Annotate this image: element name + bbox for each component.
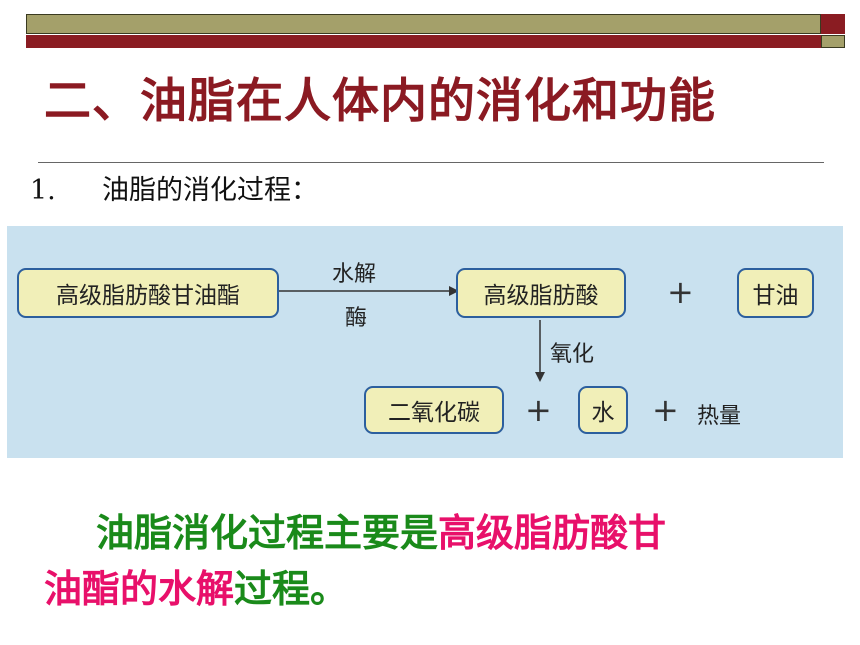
diagram-arrows — [279, 286, 545, 382]
plus-sign-1: + — [667, 273, 694, 311]
section-heading-text: 油脂的消化过程： — [102, 175, 318, 206]
summary-line-1: 油脂消化过程主要是高级脂肪酸甘 — [96, 502, 666, 557]
page-title: 二、油脂在人体内的消化和功能 — [44, 74, 716, 129]
label-heat: 热量 — [697, 404, 742, 429]
box-water: 水 — [578, 386, 628, 434]
box-glycerol: 甘油 — [737, 268, 814, 318]
box-carbon-dioxide: 二氧化碳 — [364, 386, 504, 434]
digestion-diagram: 高级脂肪酸甘油酯 水解 酶 高级脂肪酸 + 甘油 氧化 二氧化碳 + 水 + 热… — [7, 226, 843, 458]
section-heading: 1. 油脂的消化过程： — [30, 168, 318, 207]
summary-pink-1: 高级脂肪酸甘 — [438, 511, 667, 555]
header-square-maroon — [821, 14, 845, 34]
section-number: 1. — [30, 175, 56, 206]
plus-sign-3: + — [652, 391, 679, 429]
plus-sign-2: + — [525, 391, 552, 429]
box-triglyceride: 高级脂肪酸甘油酯 — [17, 268, 279, 318]
label-oxidation: 氧化 — [550, 342, 595, 367]
summary-pink-2: 油酯的水解 — [44, 567, 235, 611]
header-bar-olive — [26, 14, 821, 34]
hydrolysis-arrow-head — [449, 286, 459, 296]
label-hydrolysis: 水解 — [332, 262, 377, 287]
label-enzyme: 酶 — [345, 306, 368, 331]
summary-line-2: 油酯的水解过程。 — [44, 558, 348, 613]
box-fatty-acid: 高级脂肪酸 — [456, 268, 626, 318]
summary-green-2: 过程。 — [234, 567, 349, 611]
oxidation-arrow-head — [535, 372, 545, 382]
summary-green-1: 油脂消化过程主要是 — [96, 511, 439, 555]
divider-line — [38, 162, 824, 163]
header-square-olive — [821, 35, 845, 48]
header-bar-maroon — [26, 35, 821, 48]
